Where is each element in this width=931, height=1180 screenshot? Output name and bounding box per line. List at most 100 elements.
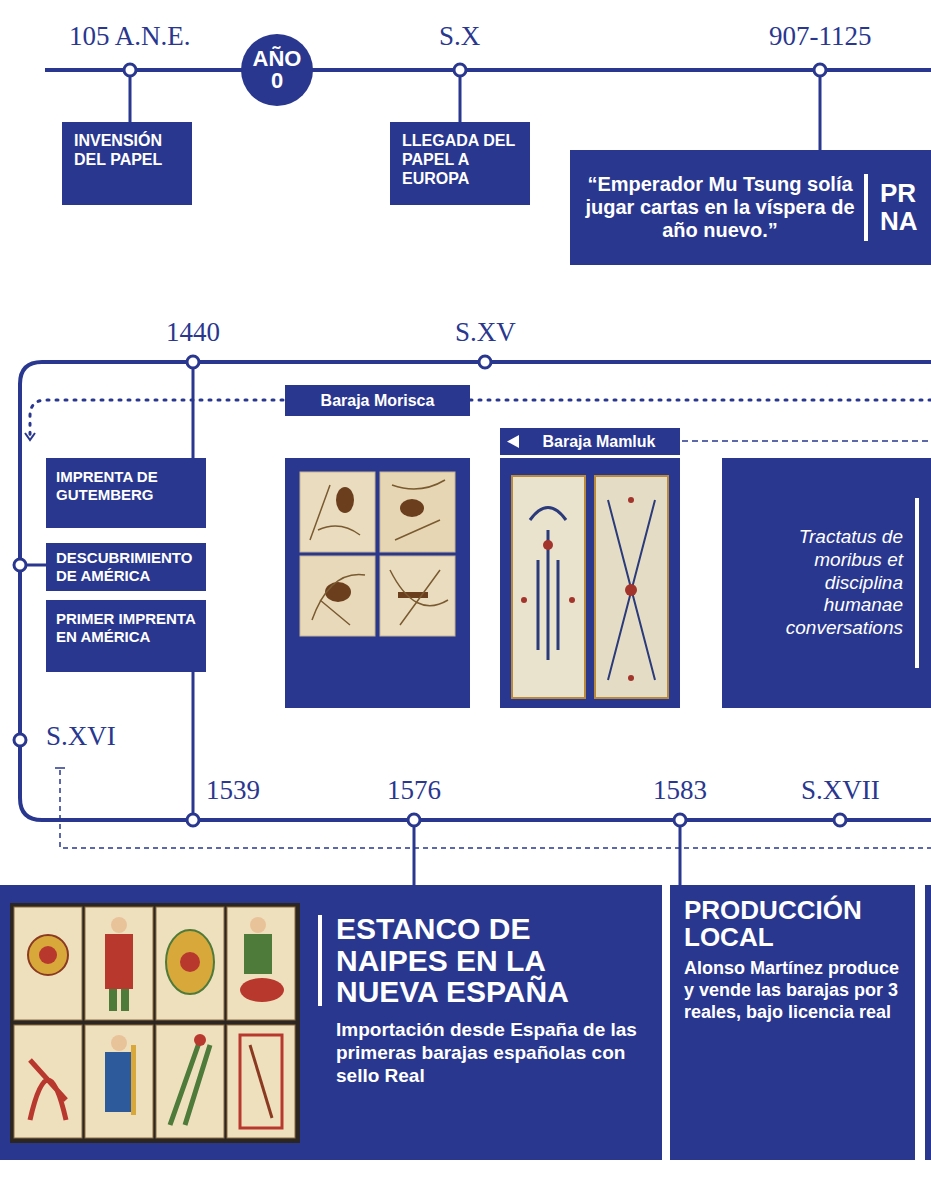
node-title: INVENSIÓN DEL PAPEL (74, 132, 182, 170)
node-title: AÑO 0 (249, 48, 305, 92)
card (156, 907, 224, 1020)
card (300, 556, 375, 636)
card-ornament (538, 530, 558, 660)
card-club (30, 1060, 66, 1120)
arrow-head (507, 435, 519, 448)
card-ornament (530, 508, 566, 521)
quote-box: “Emperador Mu Tsung solía jugar cartas e… (570, 150, 931, 265)
node-body: Importación desde España de las primeras… (336, 1018, 648, 1088)
century-label: S.XV (455, 318, 516, 348)
info-panel: ESTANCO DE NAIPES EN LA NUEVA ESPAÑA Impo… (0, 885, 662, 1160)
event-box: INVENSIÓN DEL PAPEL (62, 122, 192, 205)
card-figure (105, 934, 133, 989)
century-label: S.XVI (46, 722, 116, 752)
card-stain (398, 592, 428, 598)
card (227, 1025, 295, 1138)
timeline-dot (14, 734, 26, 746)
timeline-dot (124, 64, 136, 76)
node-title: IMPRENTA DE GUTEMBERG (56, 468, 198, 504)
image-panel (500, 458, 680, 708)
year-label: 105 A.N.E. (69, 22, 191, 52)
card-ornament (543, 540, 553, 550)
card-figure (111, 917, 127, 933)
timeline-dot (187, 356, 199, 368)
timeline-dot (408, 814, 420, 826)
card-stain (400, 499, 424, 517)
node-title: PRODUCCIÓN LOCAL (684, 897, 903, 952)
quote-box: Tractatus de moribus et disciplina human… (722, 458, 931, 708)
timeline-line (20, 362, 931, 820)
node-body: PR NA (880, 180, 924, 235)
card-club (194, 1034, 206, 1046)
card-coin (28, 935, 68, 975)
card (380, 472, 455, 552)
node-title: PRIMER IMPRENTA EN AMÉRICA (56, 610, 198, 646)
event-box: DESCUBRIMIENTO DE AMÉRICA (46, 543, 206, 591)
card-drawing (310, 485, 360, 540)
year-label: 1539 (206, 776, 260, 806)
card (300, 472, 375, 552)
node-title: LLEGADA DEL PAPEL A EUROPA (402, 132, 520, 189)
card-shield (166, 930, 214, 994)
card-figure (244, 934, 272, 974)
card (227, 907, 295, 1020)
timeline-dot (674, 814, 686, 826)
card (14, 1025, 82, 1138)
card (512, 476, 585, 698)
divider-bar (915, 498, 919, 668)
timeline-dot (14, 559, 26, 571)
event-box: PRIMER IMPRENTA EN AMÉRICA (46, 600, 206, 672)
card-horse (240, 978, 284, 1002)
node-title: Tractatus de moribus et disciplina human… (771, 526, 903, 640)
card-ornament (569, 597, 575, 603)
info-panel: PRODUCCIÓN LOCALAlonso Martínez produce … (670, 885, 915, 1160)
card (14, 907, 82, 1020)
image-panel (285, 458, 470, 708)
card-figure (109, 989, 117, 1011)
card-ornament (628, 675, 634, 681)
tag-box: Baraja Morisca (285, 385, 470, 416)
leader-line (20, 362, 680, 885)
timeline-line (45, 68, 931, 72)
node-title: DESCUBRIMIENTO DE AMÉRICA (56, 549, 198, 585)
timeline-dot (834, 814, 846, 826)
century-label: S.X (439, 22, 480, 52)
card-sword (250, 1045, 272, 1118)
card-ornament (521, 597, 527, 603)
timeline-dot (814, 64, 826, 76)
card-club (170, 1040, 210, 1125)
card (595, 476, 668, 698)
card-figure (111, 1035, 127, 1051)
tick-mark (55, 767, 65, 769)
arrow-head (25, 433, 35, 440)
card (156, 1025, 224, 1138)
card (85, 907, 153, 1020)
dashed-line (60, 770, 931, 848)
timeline-dot (454, 64, 466, 76)
card-ornament (625, 584, 637, 596)
divider-bar (864, 174, 868, 241)
card-figure (105, 1052, 133, 1112)
card-coin (39, 946, 57, 964)
node-title: Baraja Mamluk (526, 428, 672, 455)
year-circle: AÑO 0 (241, 34, 313, 106)
node-title: “Emperador Mu Tsung solía jugar cartas e… (584, 173, 856, 242)
card-figure (121, 989, 129, 1011)
timeline-dot (187, 814, 199, 826)
node-title: ESTANCO DE NAIPES EN LA NUEVA ESPAÑA (336, 913, 648, 1008)
event-box: IMPRENTA DE GUTEMBERG (46, 458, 206, 528)
arrow-head (507, 435, 519, 448)
year-label: 1576 (387, 776, 441, 806)
card-sword (131, 1045, 136, 1115)
image-panel (10, 903, 300, 1143)
card-shield (180, 952, 200, 972)
node-title: Baraja Morisca (293, 385, 462, 416)
event-box: LLEGADA DEL PAPEL A EUROPA (390, 122, 530, 205)
cut-panel (925, 885, 931, 1160)
year-label: 907-1125 (769, 22, 872, 52)
tag-box: Baraja Mamluk (500, 428, 680, 455)
card-ornament (608, 500, 655, 680)
card-figure (250, 917, 266, 933)
card-stain (325, 582, 351, 602)
card-drawing (392, 480, 445, 540)
